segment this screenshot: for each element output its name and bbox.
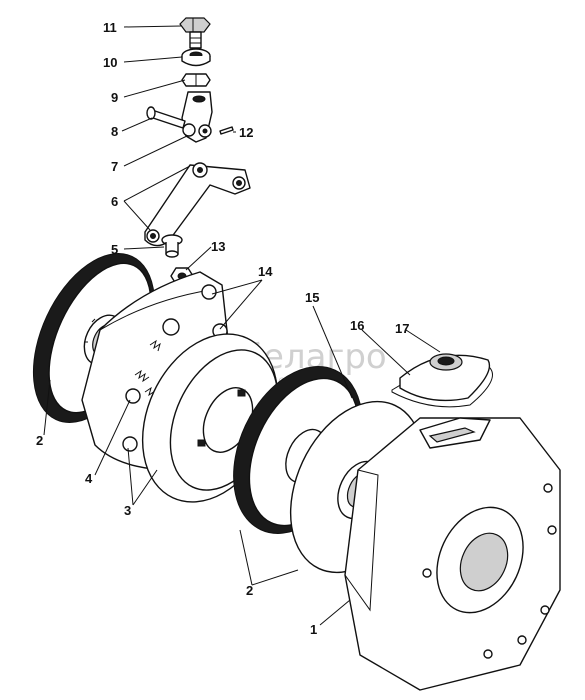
part-7-clevis <box>181 91 213 143</box>
callout-4: 4 <box>85 471 93 486</box>
part-5-shoulder-bolt <box>161 234 183 258</box>
callout-3: 3 <box>124 503 131 518</box>
callout-16: 16 <box>350 318 364 333</box>
callout-9: 9 <box>111 90 118 105</box>
callout-11: 11 <box>103 20 117 35</box>
part-10-washer <box>181 48 211 67</box>
callout-6: 6 <box>111 194 118 209</box>
callout-5: 5 <box>111 242 118 257</box>
part-17-cover <box>399 353 491 402</box>
callout-17: 17 <box>395 321 409 336</box>
part-8-pin <box>146 106 186 129</box>
callout-10: 10 <box>103 55 117 70</box>
part-6-lever <box>144 162 251 247</box>
leader-lines <box>43 25 441 626</box>
callout-8: 8 <box>111 124 118 139</box>
callout-1: 1 <box>310 622 317 637</box>
callout-7: 7 <box>111 159 118 174</box>
callout-13: 13 <box>211 239 225 254</box>
part-9-nut <box>181 73 211 87</box>
part-11-bolt <box>179 17 211 49</box>
part-12-cotter-pin <box>219 126 234 135</box>
callout-14: 14 <box>258 264 273 279</box>
callout-2-left: 2 <box>36 433 43 448</box>
callout-labels: 11 10 9 8 12 7 6 5 13 14 15 16 17 2 4 3 … <box>36 20 409 637</box>
part-1-housing <box>344 417 561 691</box>
callout-12: 12 <box>239 125 253 140</box>
callout-15: 15 <box>305 290 319 305</box>
callout-2-bottom: 2 <box>246 583 253 598</box>
